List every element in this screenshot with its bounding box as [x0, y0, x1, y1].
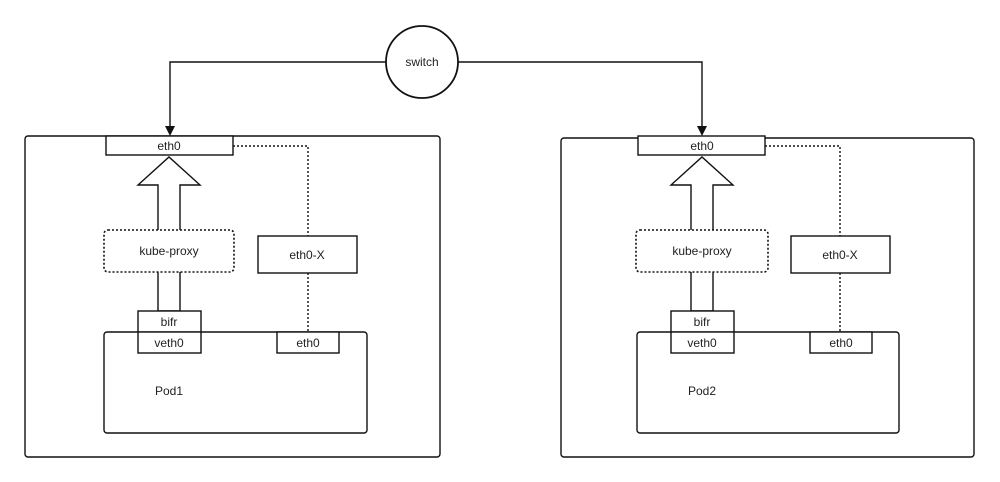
host-1-kube-proxy-box — [103, 229, 235, 273]
host-1-veth0-box — [137, 331, 202, 354]
host-1: eth0 kube-proxy eth0-X Pod1 bifr veth0 e… — [24, 135, 441, 458]
host-2-kube-proxy-label: kube-proxy — [672, 244, 731, 258]
host-2: eth0 kube-proxy eth0-X Pod2 bifr veth0 e… — [560, 135, 975, 458]
switch-to-host2-link — [458, 61, 707, 136]
host-2-eth0x-box — [790, 235, 891, 274]
host-2-pod-box — [636, 331, 900, 434]
host-1-pod-eth0-box — [276, 331, 340, 354]
host-1-veth0-label: veth0 — [154, 336, 184, 350]
switch-to-host1-link — [165, 61, 388, 136]
host-2-eth0-box — [637, 135, 766, 156]
host-1-dotted-link-top — [233, 145, 309, 236]
host-1-eth0x-box — [257, 235, 358, 274]
host-2-eth0x-label: eth0-X — [822, 248, 857, 262]
host-2-kube-proxy-box — [635, 229, 769, 273]
switch-node: switch — [385, 25, 459, 99]
host-2-veth0-box — [670, 331, 735, 354]
host-1-eth0-box — [105, 135, 234, 156]
host-2-pod-label: Pod2 — [688, 384, 716, 398]
host-1-eth0-label: eth0 — [157, 139, 181, 153]
host-2-dotted-link-top — [765, 145, 841, 236]
host-2-veth0-label: veth0 — [687, 336, 717, 350]
host-1-pod-label: Pod1 — [155, 384, 183, 398]
switch-label: switch — [405, 55, 438, 69]
host-1-eth0x-label: eth0-X — [289, 248, 324, 262]
host-2-eth0-label: eth0 — [690, 139, 714, 153]
host-2-pod-eth0-box — [809, 331, 873, 354]
host-1-kube-proxy-label: kube-proxy — [139, 244, 198, 258]
host-1-pod-eth0-label: eth0 — [296, 336, 320, 350]
host-1-bridge-label: bifr — [161, 315, 178, 329]
host-1-pod-box — [103, 331, 368, 434]
host-2-pod-eth0-label: eth0 — [829, 336, 853, 350]
host-2-bridge-label: bifr — [694, 315, 711, 329]
